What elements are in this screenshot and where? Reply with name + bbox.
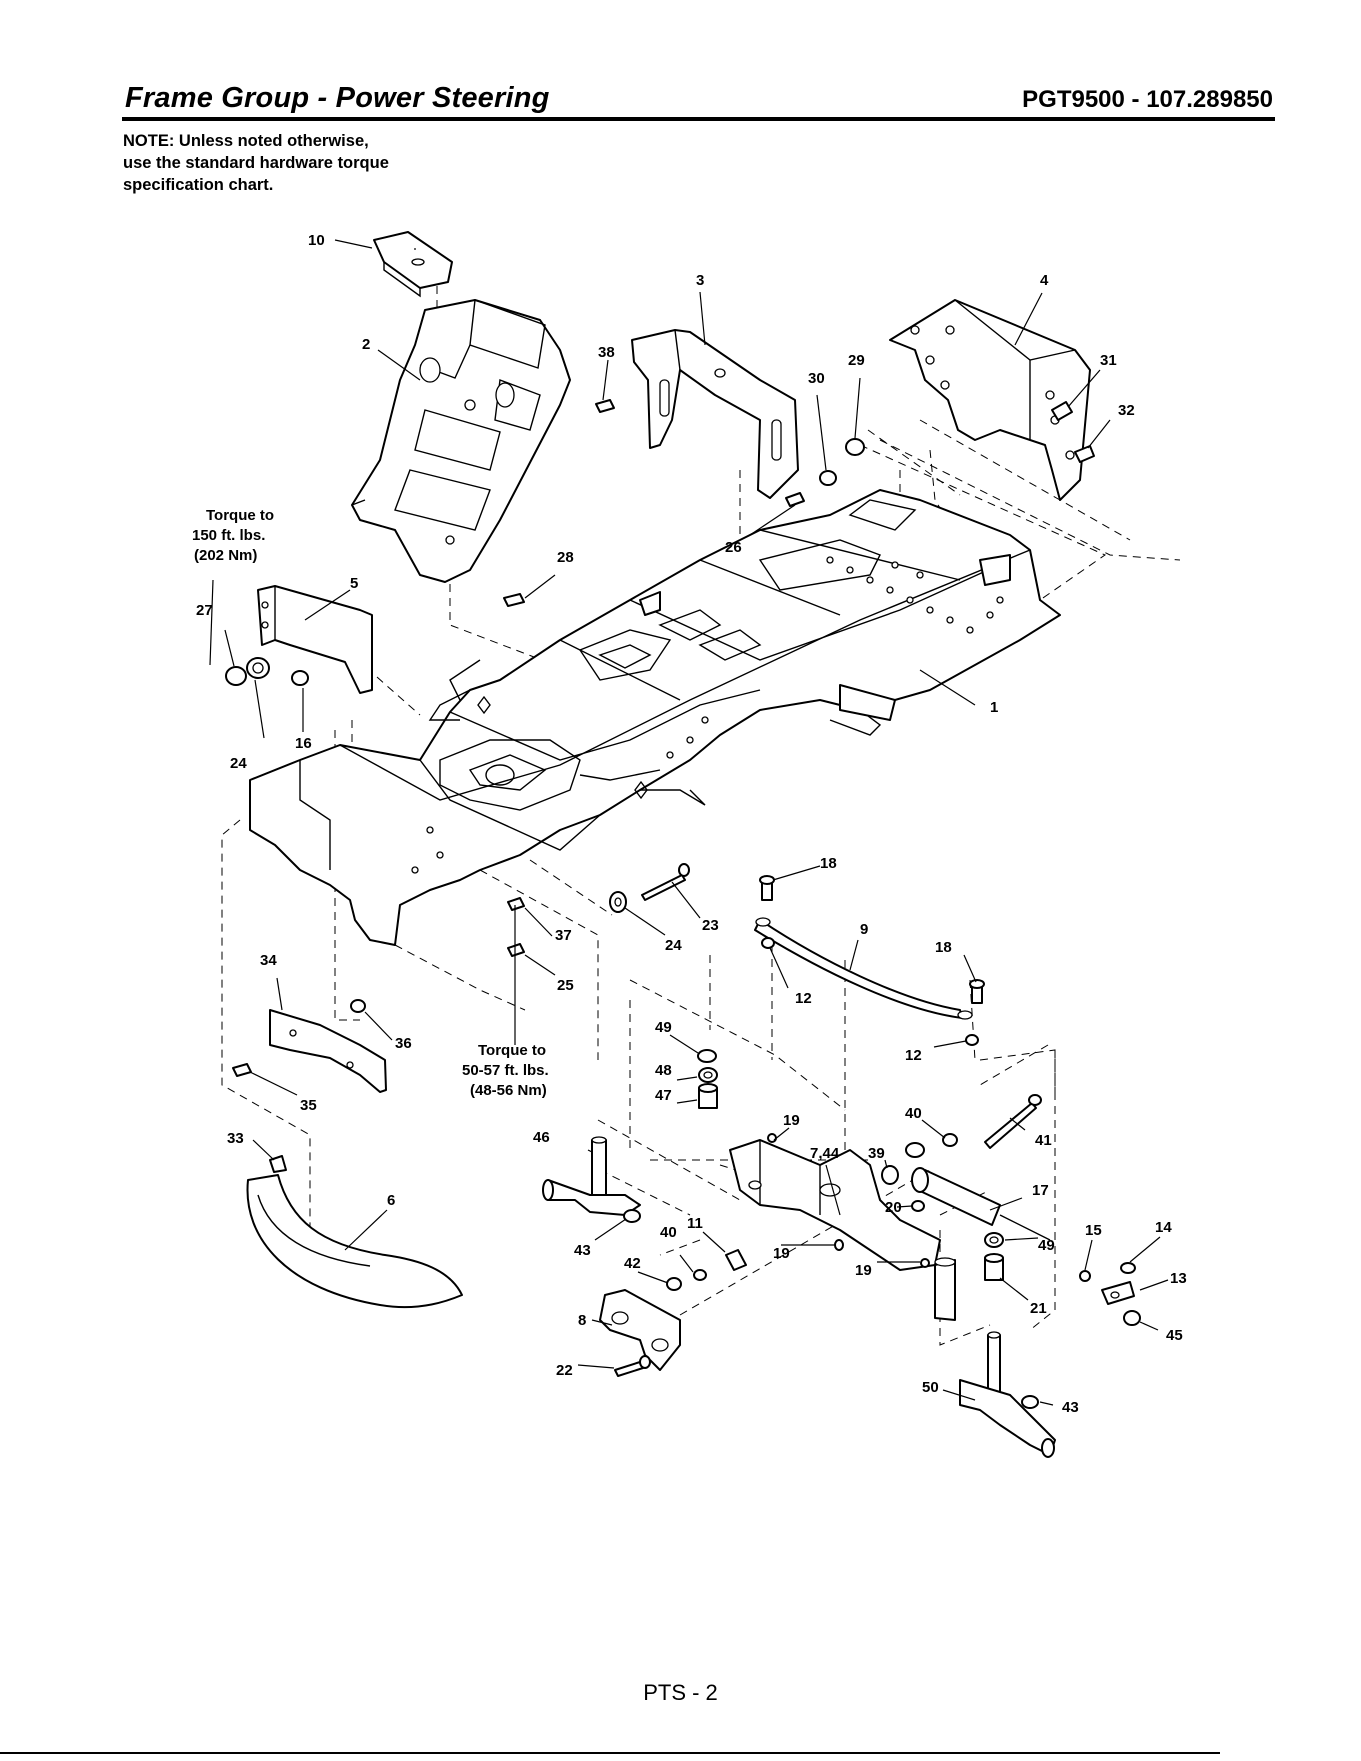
callout-label: 12: [905, 1047, 922, 1064]
callout-label: 3: [696, 272, 704, 289]
callout-label: 13: [1170, 1270, 1187, 1287]
part-7-axle: [729, 1139, 956, 1321]
part-9-drag-link: [754, 917, 973, 1020]
callout-label: 37: [555, 927, 572, 944]
callout-label: 40: [905, 1105, 922, 1122]
page-title: Frame Group - Power Steering: [125, 82, 550, 114]
callout-label: 39: [868, 1145, 885, 1162]
callout-label: 16: [295, 735, 312, 752]
note-line: NOTE: Unless noted otherwise,: [123, 132, 369, 150]
part-10-bracket: [373, 231, 453, 298]
part-34-front-plate: [269, 1009, 387, 1093]
callout-label: 43: [1062, 1399, 1079, 1416]
callout-label: 28: [557, 549, 574, 566]
svg-text:Torque to: Torque to: [478, 1042, 546, 1059]
callout-label: 48: [655, 1062, 672, 1079]
callout-label: 4: [1040, 272, 1049, 289]
callout-label: 17: [1032, 1182, 1049, 1199]
note-line: specification chart.: [123, 176, 274, 194]
callout-label: 40: [660, 1224, 677, 1241]
callout-labels: 1 2 3 4 5 6 7,44 8 9 10 11 12 12 13 14 1…: [196, 232, 1187, 1416]
callout-label: 23: [702, 917, 719, 934]
callout-label: 5: [350, 575, 358, 592]
torque-label-lower: Torque to 50-57 ft. lbs. (48-56 Nm): [462, 1042, 549, 1099]
callout-label: 7,44: [810, 1145, 840, 1162]
part-8-bracket: [599, 1289, 681, 1371]
callout-label: 14: [1155, 1219, 1172, 1236]
callout-label: 26: [725, 539, 742, 556]
svg-text:50-57 ft. lbs.: 50-57 ft. lbs.: [462, 1062, 549, 1079]
callout-label: 46: [533, 1129, 550, 1146]
callout-label: 19: [773, 1245, 790, 1262]
callout-label: 47: [655, 1087, 672, 1104]
torque-note: NOTE: Unless noted otherwise, use the st…: [123, 130, 389, 196]
callout-label: 25: [557, 977, 574, 994]
callout-label: 49: [1038, 1237, 1055, 1254]
svg-text:150 ft. lbs.: 150 ft. lbs.: [192, 527, 265, 544]
callout-label: 6: [387, 1192, 395, 1209]
callout-label: 32: [1118, 402, 1135, 419]
hardware: [225, 399, 1141, 1409]
part-6-front-bumper: [246, 1174, 463, 1309]
callout-label: 21: [1030, 1300, 1047, 1317]
callout-label: 50: [922, 1379, 939, 1396]
callout-label: 29: [848, 352, 865, 369]
callout-label: 20: [885, 1199, 902, 1216]
part-1-main-frame: [249, 489, 1061, 946]
callout-label: 2: [362, 336, 370, 353]
torque-label-upper: Torque to 150 ft. lbs. (202 Nm): [192, 507, 274, 564]
footer-divider: [0, 1752, 1220, 1754]
svg-text:(202 Nm): (202 Nm): [194, 547, 257, 564]
callout-label: 18: [935, 939, 952, 956]
callout-label: 12: [795, 990, 812, 1007]
callout-label: 27: [196, 602, 213, 619]
callout-label: 8: [578, 1312, 586, 1329]
callout-label: 15: [1085, 1222, 1102, 1239]
part-5-bracket: [257, 585, 373, 694]
callout-label: 33: [227, 1130, 244, 1147]
part-4-rear-bracket: [889, 299, 1091, 501]
callout-label: 49: [655, 1019, 672, 1036]
callout-label: 43: [574, 1242, 591, 1259]
part-17-cylinder: [905, 1142, 1051, 1241]
callout-label: 36: [395, 1035, 412, 1052]
part-46-spindle: [542, 1136, 641, 1216]
callout-label: 24: [230, 755, 247, 772]
note-line: use the standard hardware torque: [123, 154, 389, 172]
header-divider: [122, 117, 1275, 121]
callout-label: 11: [687, 1215, 703, 1232]
model-number: PGT9500 - 107.289850: [1022, 86, 1273, 113]
callout-label: 41: [1035, 1132, 1052, 1149]
page-number: PTS - 2: [643, 1680, 718, 1705]
callout-label: 19: [855, 1262, 872, 1279]
part-50-spindle: [959, 1331, 1056, 1458]
callout-label: 45: [1166, 1327, 1183, 1344]
svg-text:Torque to: Torque to: [206, 507, 274, 524]
svg-text:(48-56 Nm): (48-56 Nm): [470, 1082, 547, 1099]
part-3-center-bracket: [631, 329, 799, 499]
callout-label: 19: [783, 1112, 800, 1129]
callout-label: 38: [598, 344, 615, 361]
callout-label: 24: [665, 937, 682, 954]
callout-label: 35: [300, 1097, 317, 1114]
callout-label: 9: [860, 921, 868, 938]
callout-label: 22: [556, 1362, 573, 1379]
callout-label: 30: [808, 370, 825, 387]
callout-label: 10: [308, 232, 325, 249]
callout-label: 31: [1100, 352, 1117, 369]
part-2-dash-tower: [351, 299, 571, 583]
callout-label: 18: [820, 855, 837, 872]
callout-label: 1: [990, 699, 998, 716]
callout-label: 42: [624, 1255, 641, 1272]
callout-label: 34: [260, 952, 277, 969]
leader-lines: [209, 239, 1169, 1406]
